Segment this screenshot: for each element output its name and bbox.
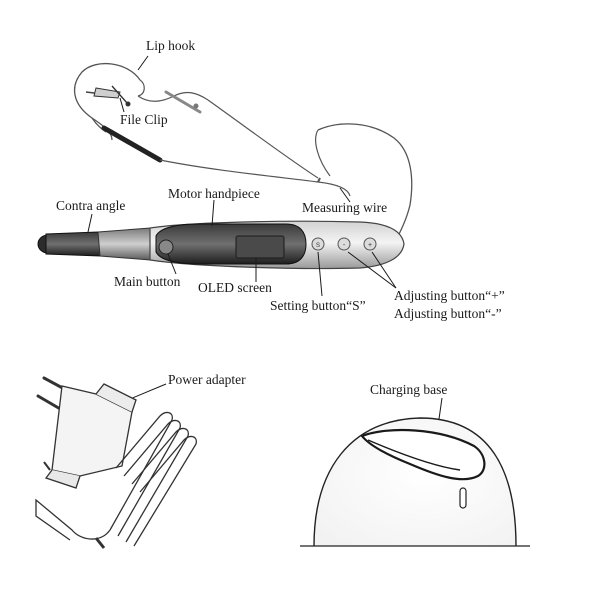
- charging-base: [300, 417, 530, 547]
- label-measuring-wire: Measuring wire: [302, 200, 387, 215]
- charging-indicator-slot: [459, 487, 467, 509]
- main-button[interactable]: [158, 239, 174, 255]
- label-setting-button: Setting button“S”: [270, 298, 366, 313]
- adjust-minus-button[interactable]: -: [337, 237, 351, 251]
- wire-connector-sleeve: [101, 125, 163, 163]
- label-motor-handpiece: Motor handpiece: [168, 186, 260, 201]
- label-main-button: Main button: [114, 274, 181, 289]
- measuring-wire-assembly: [73, 62, 413, 249]
- oled-screen: [235, 235, 285, 259]
- label-file-clip: File Clip: [120, 112, 168, 127]
- measuring-wire-loop: [317, 123, 413, 249]
- label-adjusting-plus: Adjusting button“+”: [394, 288, 505, 303]
- handpiece: S - +: [37, 220, 405, 270]
- label-lip-hook: Lip hook: [146, 38, 195, 53]
- label-group: Lip hook File Clip Measuring wire Contra…: [56, 38, 505, 397]
- setting-button-mark: S: [316, 243, 320, 249]
- power-cable-coil: [35, 411, 197, 549]
- file-clip: [85, 85, 131, 107]
- label-charging-base: Charging base: [370, 382, 447, 397]
- measuring-wire: [159, 159, 351, 197]
- charging-base-ring: [360, 428, 486, 481]
- label-contra-angle: Contra angle: [56, 198, 125, 213]
- adjust-plus-mark: +: [368, 242, 372, 249]
- label-adjusting-minus: Adjusting button“-”: [394, 306, 502, 321]
- contra-angle: [37, 227, 153, 261]
- power-adapter: [35, 376, 197, 549]
- label-oled-screen: OLED screen: [198, 280, 272, 295]
- setting-button[interactable]: S: [311, 237, 325, 251]
- adjust-plus-button[interactable]: +: [363, 237, 377, 251]
- label-power-adapter: Power adapter: [168, 372, 246, 387]
- adjust-minus-mark: -: [343, 242, 346, 249]
